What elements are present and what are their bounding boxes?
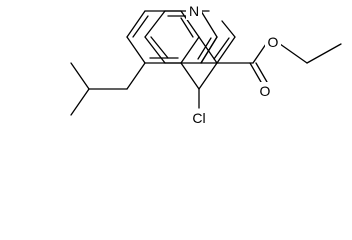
bond-ch2-ch3 (306, 43, 342, 64)
bond-c8a-c4a (200, 10, 218, 38)
quinoline-pyridine-ring (200, 10, 236, 64)
isopropyl-group (70, 62, 146, 116)
bond-c4-c4a (200, 36, 218, 64)
bond-c7-c8 (144, 10, 166, 38)
atom-n1: N (186, 2, 202, 20)
nitrogen-label: N (189, 3, 199, 19)
bond-fusion-inner (180, 17, 194, 38)
bond-isopropyl-ch-methyl-down (70, 88, 90, 116)
quinoline-core-bonds (126, 10, 218, 90)
bond-c4-c4a-outer (180, 62, 200, 90)
atom-ester-o: O (265, 33, 281, 51)
chemical-structure-diagram: N Cl O O (70, 2, 342, 127)
bond-ring-fusion (180, 36, 200, 64)
bond-isopropyl-ch-methyl-up (70, 62, 90, 90)
bond-c2-c3-inner (213, 37, 230, 60)
bond-ring-to-isopropyl (126, 62, 146, 90)
bond-ring-left-down (126, 36, 146, 64)
bond-c4a-c5-inner (197, 37, 212, 60)
bond-ring-left-inner (132, 15, 149, 38)
bond-carbonyl-double-o-b (255, 62, 268, 83)
bond-carbonyl-double-o-a (249, 62, 262, 83)
atom-carbonyl-o: O (257, 82, 273, 100)
ethyl-ester-group (216, 43, 342, 83)
bond-c3-c4-outer (198, 62, 218, 90)
bond-n1-right (198, 36, 218, 64)
bond-c2-c3 (216, 36, 236, 64)
bond-ring-left-up (126, 10, 146, 38)
carbonyl-oxygen-label: O (260, 83, 271, 99)
bond-o-ch2 (279, 43, 308, 64)
chlorine-label: Cl (192, 110, 205, 126)
bond-n1-c2 (221, 20, 236, 38)
bond-carbonyl-to-o (252, 43, 267, 64)
atom-cl: Cl (188, 109, 210, 127)
bond-c6-c7-inner (150, 36, 169, 59)
bond-ring-fusion-up (180, 10, 200, 38)
ester-oxygen-label: O (268, 34, 279, 50)
bond-c6-c7 (144, 36, 166, 64)
